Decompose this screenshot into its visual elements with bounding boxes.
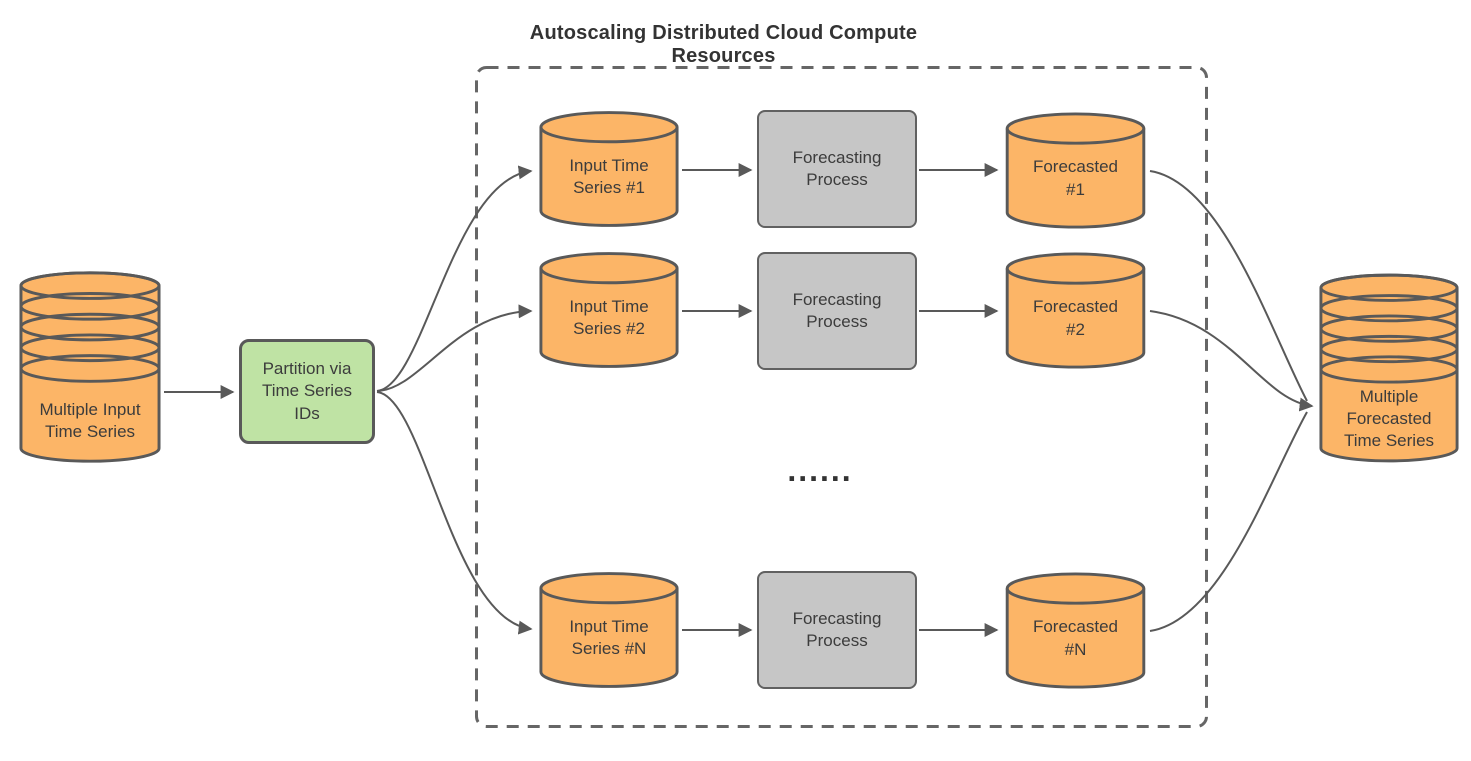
row2-input-cylinder: Input Time Series #2 xyxy=(538,249,680,371)
row1-process-node: Forecasting Process xyxy=(757,110,917,228)
input-database-label: Multiple Input Time Series xyxy=(39,399,141,441)
row1-output-label: Forecasted #1 xyxy=(1032,157,1119,199)
arrow-partition-to-rowN xyxy=(376,391,533,635)
row2-input-label: Input Time Series #2 xyxy=(569,296,649,338)
diagram-title: Autoscaling Distributed Cloud Compute Re… xyxy=(529,22,918,67)
output-database-node: Multiple Forecasted Time Series xyxy=(1318,270,1460,466)
partition-label: Partition via Time Series IDs xyxy=(261,359,353,423)
input-database-node: Multiple Input Time Series xyxy=(18,269,162,465)
row1-input-cylinder: Input Time Series #1 xyxy=(538,108,680,230)
rowN-process-node: Forecasting Process xyxy=(757,571,917,689)
rowN-input-cylinder: Input Time Series #N xyxy=(538,569,680,691)
arrow-rowN-to-outputdb xyxy=(1149,411,1308,632)
row1-process-label: Forecasting Process xyxy=(792,147,882,189)
autoscaling-container-border xyxy=(475,66,1208,728)
arrow-partition-to-row2 xyxy=(376,304,533,392)
rowN-output-label: Forecasted #N xyxy=(1032,617,1119,659)
arrow-partition-to-row1 xyxy=(376,165,533,392)
row2-process-label: Forecasting Process xyxy=(792,289,882,331)
arrow-row1-to-outputdb xyxy=(1149,170,1308,402)
row1-input-label: Input Time Series #1 xyxy=(569,155,649,197)
rowN-process-label: Forecasting Process xyxy=(792,608,882,650)
output-database-label: Multiple Forecasted Time Series xyxy=(1343,386,1435,450)
rows-ellipsis: ...... xyxy=(787,452,853,488)
row2-process-node: Forecasting Process xyxy=(757,252,917,370)
rowN-output-cylinder: Forecasted #N xyxy=(1003,570,1148,691)
arrow-row2-to-outputdb xyxy=(1149,310,1314,412)
rowN-input-label: Input Time Series #N xyxy=(569,616,649,658)
row2-output-label: Forecasted #2 xyxy=(1032,297,1119,339)
row2-output-cylinder: Forecasted #2 xyxy=(1003,250,1148,371)
row1-output-cylinder: Forecasted #1 xyxy=(1003,110,1148,231)
partition-node: Partition via Time Series IDs xyxy=(239,339,375,444)
